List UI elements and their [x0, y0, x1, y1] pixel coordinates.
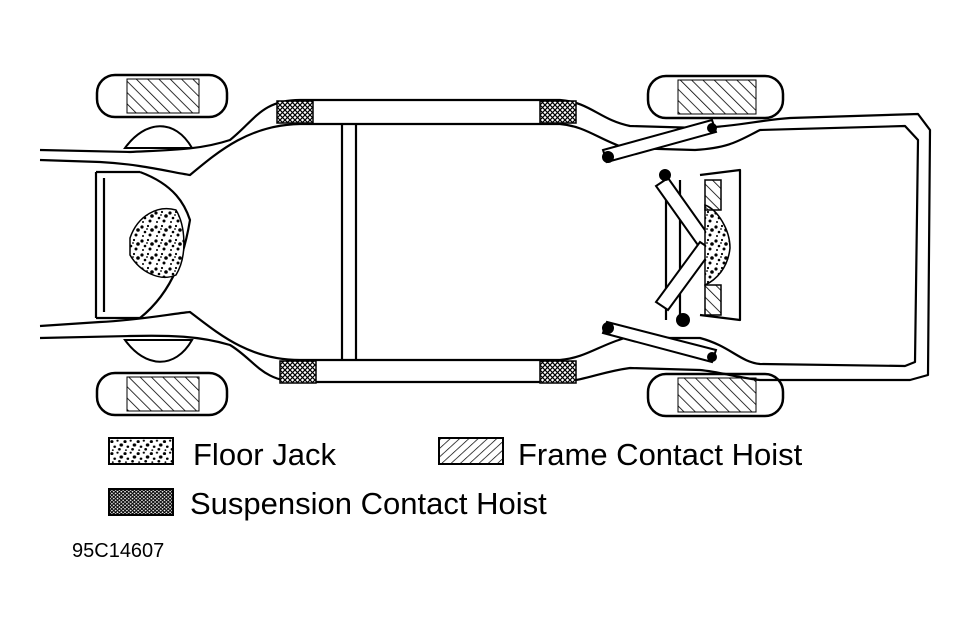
legend-suspension-contact-hoist-label: Suspension Contact Hoist [190, 486, 547, 521]
floor-jack-area-rear [704, 203, 731, 287]
suspension-contact-point-1 [276, 100, 314, 124]
frame-contact-hoist-swatch [438, 437, 504, 465]
figure-code: 95C14607 [72, 540, 165, 562]
suspension-contact-point-2 [539, 100, 577, 124]
vehicle-frame [39, 98, 932, 384]
legend-frame-contact-hoist-label: Frame Contact Hoist [518, 437, 803, 472]
rear-suspension-arms [601, 118, 718, 364]
suspension-contact-point-4 [539, 360, 577, 384]
frame-contact-pad-rear-lower [704, 284, 722, 316]
rear-left-wheel [646, 74, 785, 120]
legend-floor-jack-label: Floor Jack [193, 437, 336, 472]
front-right-wheel [95, 371, 229, 417]
frame-contact-pad-rear-upper [704, 179, 722, 211]
floor-jack-area-front [129, 208, 185, 278]
front-left-wheel [95, 73, 229, 119]
suspension-contact-point-3 [279, 360, 317, 384]
rear-right-wheel [646, 372, 785, 418]
front-suspension-arms [123, 125, 194, 363]
floor-jack-swatch [108, 437, 174, 465]
suspension-contact-hoist-swatch [108, 488, 174, 516]
